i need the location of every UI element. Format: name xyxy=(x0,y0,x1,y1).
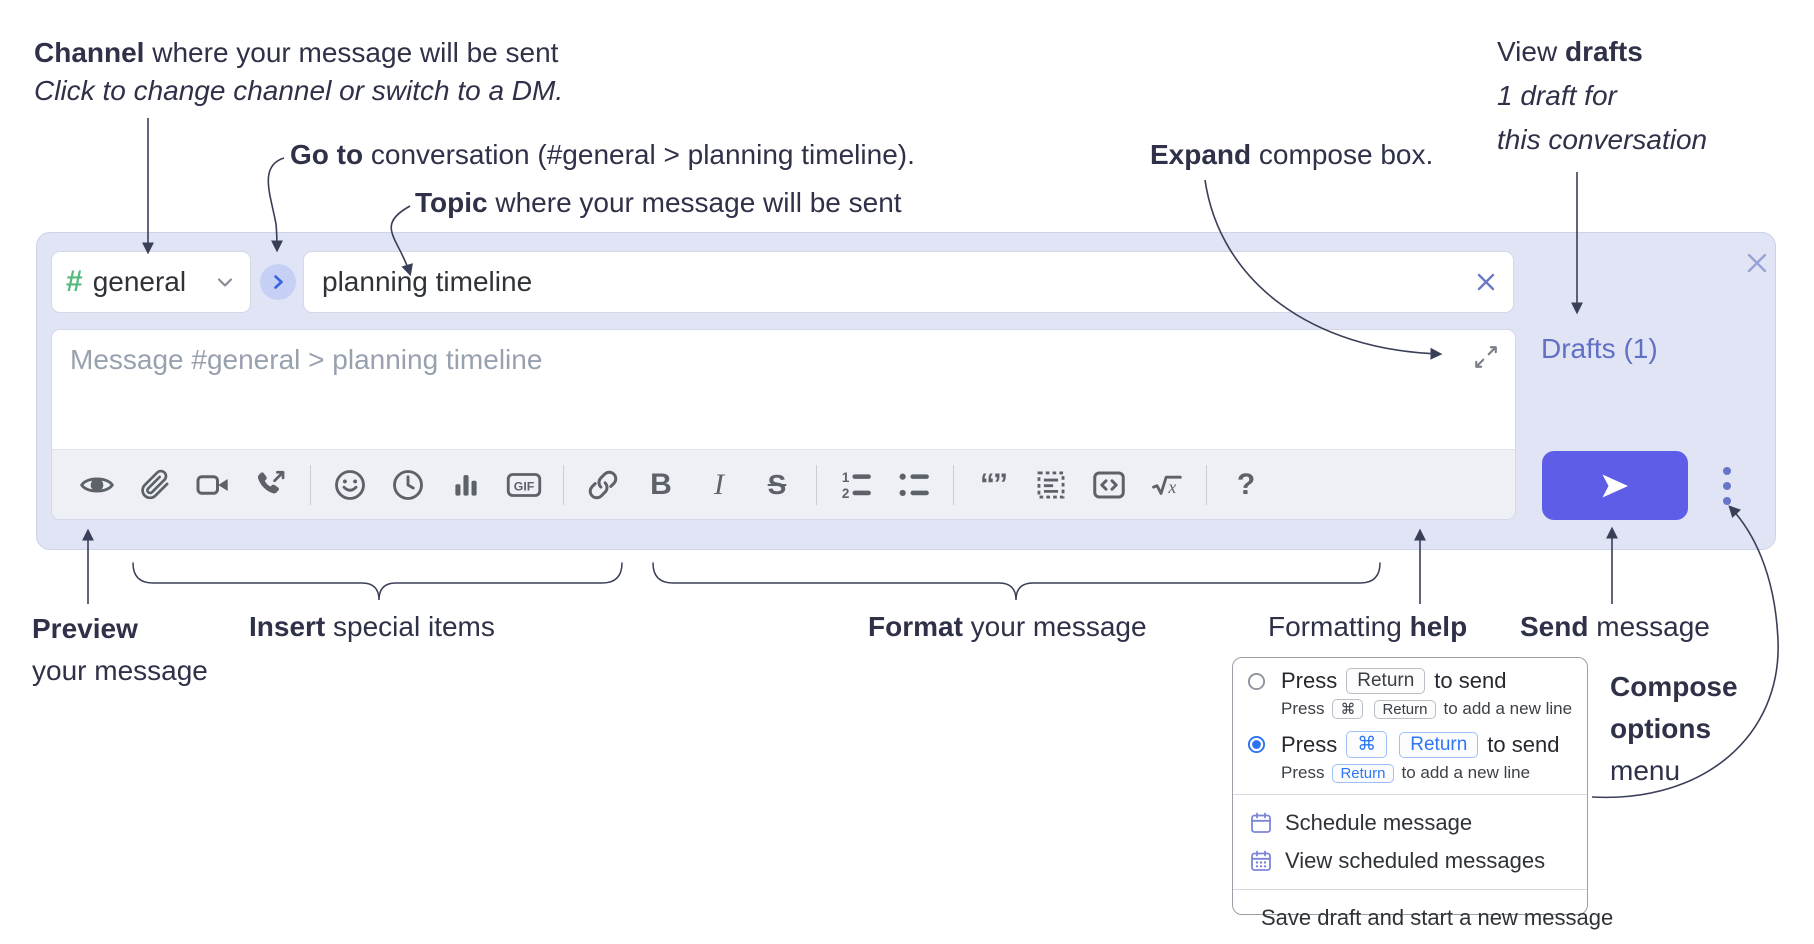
strikethrough-icon[interactable]: S xyxy=(767,468,787,500)
popup-divider xyxy=(1233,889,1587,890)
audio-call-icon[interactable] xyxy=(242,461,300,509)
compose-box: # general xyxy=(36,232,1776,550)
chevron-down-icon xyxy=(217,278,233,287)
channel-name: general xyxy=(92,266,187,297)
toolbar-divider xyxy=(816,464,817,505)
annotation-goto: Go to conversation (#general > planning … xyxy=(290,139,915,170)
svg-text:x: x xyxy=(1167,477,1176,497)
bold-icon[interactable]: B xyxy=(650,467,672,501)
spoiler-icon[interactable] xyxy=(1022,461,1080,509)
menu-item-view-scheduled-messages[interactable]: View scheduled messages xyxy=(1233,842,1587,880)
chevron-right-icon xyxy=(274,275,283,289)
preview-eye-icon[interactable] xyxy=(68,461,126,509)
attach-file-icon[interactable] xyxy=(126,461,184,509)
svg-text:GIF: GIF xyxy=(514,479,535,493)
compose-options-menu-button[interactable] xyxy=(1715,461,1739,511)
calendar-dots-icon xyxy=(1251,850,1271,871)
global-time-icon[interactable] xyxy=(379,461,437,509)
bulleted-list-icon[interactable] xyxy=(885,461,943,509)
popup-divider xyxy=(1233,794,1587,795)
clear-topic-button[interactable] xyxy=(1474,270,1498,294)
svg-text:2: 2 xyxy=(842,486,849,501)
drafts-link[interactable]: Drafts (1) xyxy=(1541,333,1658,364)
compose-options-popup: Press Return to send Press ⌘ Return to a… xyxy=(1232,657,1613,930)
close-x-icon xyxy=(1747,253,1767,273)
math-icon[interactable]: x xyxy=(1138,461,1196,509)
annotation-view-drafts: View drafts 1 draft for this conversatio… xyxy=(1497,36,1708,155)
expand-diagonal-arrows-icon xyxy=(1475,346,1497,368)
kbd-return: Return xyxy=(1346,668,1426,694)
radio-selected-icon[interactable] xyxy=(1247,735,1266,754)
annotation-channel: Channel where your message will be sent … xyxy=(34,37,564,106)
brace-insert xyxy=(132,562,623,601)
send-shortcut-option-2[interactable]: Press ⌘ Return to send Press Return to a… xyxy=(1233,721,1587,785)
send-button[interactable] xyxy=(1542,451,1688,520)
topic-input[interactable] xyxy=(303,251,1514,313)
annotation-topic: Topic where your message will be sent xyxy=(415,187,902,218)
radio-unselected-icon[interactable] xyxy=(1247,672,1266,691)
send-paper-plane-icon xyxy=(1602,474,1628,497)
vertical-ellipsis-icon xyxy=(1723,467,1731,505)
gif-icon[interactable]: GIF xyxy=(495,461,553,509)
menu-item-save-draft-new-message[interactable]: Save draft and start a new message xyxy=(1233,899,1613,937)
toolbar-divider xyxy=(1206,464,1207,505)
channel-hash-icon: # xyxy=(66,265,83,298)
clear-x-icon xyxy=(1477,273,1495,291)
kbd-return: Return xyxy=(1399,731,1479,758)
calendar-icon xyxy=(1251,812,1271,833)
compose-recipient-row: # general xyxy=(37,251,1775,313)
italic-icon[interactable]: I xyxy=(714,467,724,501)
kbd-return: Return xyxy=(1332,763,1394,783)
toolbar-divider xyxy=(310,464,311,505)
annotation-send: Send message xyxy=(1520,611,1710,642)
code-icon[interactable] xyxy=(1080,461,1138,509)
kbd-cmd: ⌘ xyxy=(1332,699,1364,719)
message-textarea[interactable] xyxy=(52,330,1515,446)
send-shortcut-option-1[interactable]: Press Return to send Press ⌘ Return to a… xyxy=(1233,658,1587,721)
brace-format xyxy=(652,562,1381,601)
poll-icon[interactable] xyxy=(437,461,495,509)
annotation-preview: Preview your message xyxy=(32,613,208,686)
kbd-return: Return xyxy=(1374,699,1436,719)
close-compose-button[interactable] xyxy=(1745,251,1769,275)
annotation-format: Format your message xyxy=(868,611,1147,642)
toolbar-divider xyxy=(953,464,954,505)
kbd-cmd: ⌘ xyxy=(1346,731,1388,758)
help-icon[interactable]: ? xyxy=(1236,467,1256,501)
toolbar-divider xyxy=(563,464,564,505)
annotation-expand: Expand compose box. xyxy=(1150,139,1434,170)
svg-text:1: 1 xyxy=(842,469,850,484)
annotation-insert: Insert special items xyxy=(249,611,495,642)
link-icon[interactable] xyxy=(574,461,632,509)
annotation-formatting-help: Formatting help xyxy=(1268,611,1468,642)
quote-icon[interactable]: “” xyxy=(980,467,1008,501)
expand-compose-button[interactable] xyxy=(1473,344,1499,370)
emoji-icon[interactable] xyxy=(321,461,379,509)
annotation-compose-options: Compose options menu xyxy=(1610,671,1738,786)
message-block: GIF B I S 12 “” xyxy=(51,329,1516,520)
menu-item-schedule-message[interactable]: Schedule message xyxy=(1233,804,1587,842)
video-call-icon[interactable] xyxy=(184,461,242,509)
channel-selector[interactable]: # general xyxy=(51,251,251,313)
go-to-conversation-button[interactable] xyxy=(260,264,296,300)
